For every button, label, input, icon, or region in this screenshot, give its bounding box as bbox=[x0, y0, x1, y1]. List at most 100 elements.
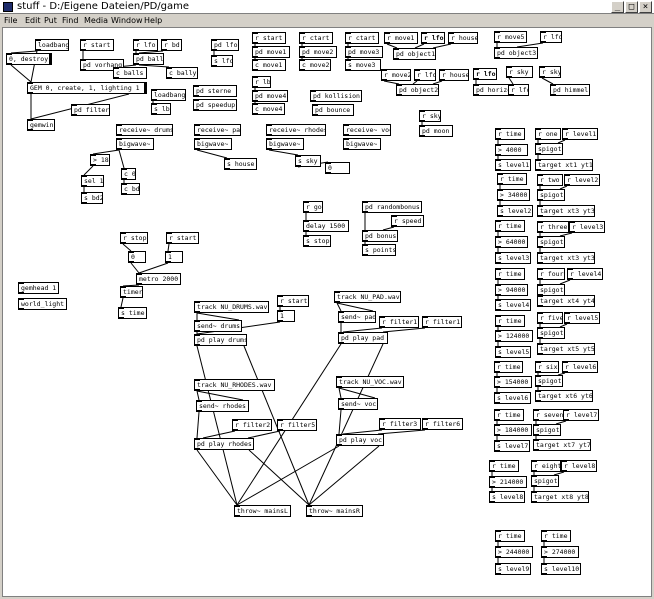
pd-object[interactable]: r filter6 bbox=[422, 418, 463, 430]
pd-object[interactable]: pd move3 bbox=[345, 46, 383, 58]
pd-object[interactable]: r lfo bbox=[421, 32, 445, 44]
pd-object[interactable]: loadbang bbox=[35, 39, 69, 51]
pd-object[interactable]: r time bbox=[497, 173, 527, 185]
pd-object[interactable]: pd object1 bbox=[393, 48, 436, 60]
patch-cord[interactable] bbox=[248, 449, 310, 506]
pd-object[interactable]: send~ pad bbox=[338, 311, 376, 323]
pd-object[interactable]: track NU_VOC.wav bbox=[336, 376, 404, 388]
pd-object[interactable]: throw~ mainsR bbox=[306, 505, 363, 517]
patch-cord[interactable] bbox=[308, 343, 384, 506]
menu-put[interactable]: Put bbox=[44, 16, 57, 25]
patch-cord[interactable] bbox=[342, 429, 383, 435]
patch-cord[interactable] bbox=[122, 284, 140, 287]
pd-object[interactable]: r start bbox=[277, 295, 309, 307]
pd-object[interactable]: target xt3 yt3 bbox=[537, 205, 595, 217]
patch-cord[interactable] bbox=[541, 77, 554, 85]
patch-cord[interactable] bbox=[516, 42, 544, 48]
pd-object[interactable]: pd moon bbox=[419, 125, 453, 137]
patch-cord[interactable] bbox=[268, 149, 299, 156]
pd-object[interactable]: spigot bbox=[537, 189, 565, 201]
pd-object[interactable]: r stop bbox=[120, 232, 148, 244]
pd-object[interactable]: target xt1 yt1 bbox=[535, 159, 593, 171]
pd-object[interactable]: r lfo bbox=[133, 39, 158, 51]
number-box[interactable]: 0 bbox=[128, 251, 146, 263]
patch-cord[interactable] bbox=[508, 77, 514, 85]
pd-object[interactable]: s sky bbox=[295, 155, 321, 167]
patch-cord[interactable] bbox=[338, 387, 342, 399]
pd-object[interactable]: r go bbox=[303, 201, 323, 213]
pd-object[interactable]: > 64000 bbox=[495, 236, 528, 248]
patch-cord[interactable] bbox=[432, 43, 452, 49]
pd-object[interactable]: r filter1 bbox=[422, 316, 462, 328]
patch-cord[interactable] bbox=[196, 390, 244, 401]
pd-object[interactable]: r level4 bbox=[567, 268, 603, 280]
number-box[interactable]: 0 bbox=[325, 162, 350, 174]
pd-object[interactable]: > 18 bbox=[90, 154, 110, 166]
pd-object[interactable]: r sky bbox=[506, 66, 533, 78]
pd-object[interactable]: s level10 bbox=[541, 563, 581, 575]
patch-cord[interactable] bbox=[196, 149, 228, 159]
pd-object[interactable]: receive~ voc bbox=[343, 124, 391, 136]
pd-object[interactable]: s time bbox=[118, 307, 147, 319]
pd-object[interactable]: pd object3 bbox=[494, 47, 538, 59]
menu-find[interactable]: Find bbox=[62, 16, 79, 25]
patch-cord[interactable] bbox=[559, 185, 568, 190]
pd-object[interactable]: > 94000 bbox=[495, 284, 528, 296]
number-box[interactable]: 1 bbox=[277, 310, 295, 322]
pd-object[interactable]: r house bbox=[439, 69, 469, 81]
menu-help[interactable]: Help bbox=[144, 16, 163, 25]
patch-cord[interactable] bbox=[196, 449, 238, 506]
patch-cord[interactable] bbox=[553, 471, 565, 476]
pd-object[interactable]: r ctart bbox=[345, 32, 379, 44]
pd-object[interactable]: r level6 bbox=[562, 361, 598, 373]
pd-object[interactable]: r level1 bbox=[562, 128, 598, 140]
pd-object[interactable]: c move1 bbox=[252, 59, 286, 71]
pd-object[interactable]: s lb bbox=[151, 103, 171, 115]
patch-cord[interactable] bbox=[196, 345, 238, 506]
pd-object[interactable]: r move1 bbox=[384, 32, 418, 44]
pd-object[interactable]: r lb bbox=[252, 76, 271, 88]
pd-object[interactable]: send~ voc bbox=[338, 398, 378, 410]
pd-object[interactable]: r two bbox=[537, 174, 563, 186]
pd-object[interactable]: pd bounce bbox=[312, 104, 354, 116]
pd-object[interactable]: send~ rhodes bbox=[196, 400, 249, 412]
pd-object[interactable]: > 34000 bbox=[497, 189, 530, 201]
pd-object[interactable]: r level3 bbox=[569, 221, 605, 233]
pd-object[interactable]: s level7 bbox=[494, 440, 530, 452]
pd-object[interactable]: bigwave~ bbox=[116, 138, 154, 150]
pd-object[interactable]: > 214000 bbox=[489, 476, 527, 488]
pd-object[interactable]: r bd bbox=[161, 39, 182, 51]
menu-media[interactable]: Media bbox=[84, 16, 109, 25]
pd-object[interactable]: s level6 bbox=[494, 392, 531, 404]
pd-object[interactable]: r time bbox=[541, 530, 571, 542]
menu-file[interactable]: File bbox=[4, 16, 18, 25]
pd-object[interactable]: r time bbox=[495, 268, 525, 280]
close-button[interactable]: × bbox=[639, 1, 652, 13]
patch-cord[interactable] bbox=[382, 327, 426, 333]
pd-object[interactable]: spigot bbox=[531, 475, 559, 487]
pd-object[interactable]: r one bbox=[535, 128, 561, 140]
pd-object[interactable]: pd move1 bbox=[252, 46, 290, 58]
pd-object[interactable]: s points bbox=[362, 244, 396, 256]
patch-cord[interactable] bbox=[120, 297, 124, 308]
pd-object[interactable]: world_light bbox=[18, 298, 67, 310]
pd-object[interactable]: pd play pad bbox=[338, 332, 388, 344]
pd-object[interactable]: r time bbox=[495, 315, 525, 327]
pd-object[interactable]: r lfo bbox=[508, 84, 529, 96]
patch-cord[interactable] bbox=[167, 243, 170, 252]
patch-cord[interactable] bbox=[338, 387, 376, 399]
pd-object[interactable]: target xt5 yt5 bbox=[537, 343, 595, 355]
pd-object[interactable]: r filter5 bbox=[277, 419, 317, 431]
patch-cord[interactable] bbox=[236, 445, 340, 506]
pd-object[interactable]: s level8 bbox=[489, 491, 525, 503]
patch-cord[interactable] bbox=[196, 411, 200, 439]
pd-object[interactable]: c balls bbox=[113, 67, 147, 79]
pd-object[interactable]: throw~ mainsL bbox=[234, 505, 291, 517]
pd-message[interactable]: GEM 0, create, 1, lighting 1 bbox=[27, 82, 147, 94]
pd-object[interactable]: spigot bbox=[535, 375, 563, 387]
pd-object[interactable]: timer bbox=[120, 286, 143, 298]
pd-object[interactable]: r start bbox=[252, 32, 286, 44]
pd-object[interactable]: bigwave~ bbox=[194, 138, 232, 150]
pd-object[interactable]: r level5 bbox=[564, 312, 600, 324]
pd-object[interactable]: pd kollision bbox=[310, 90, 362, 102]
